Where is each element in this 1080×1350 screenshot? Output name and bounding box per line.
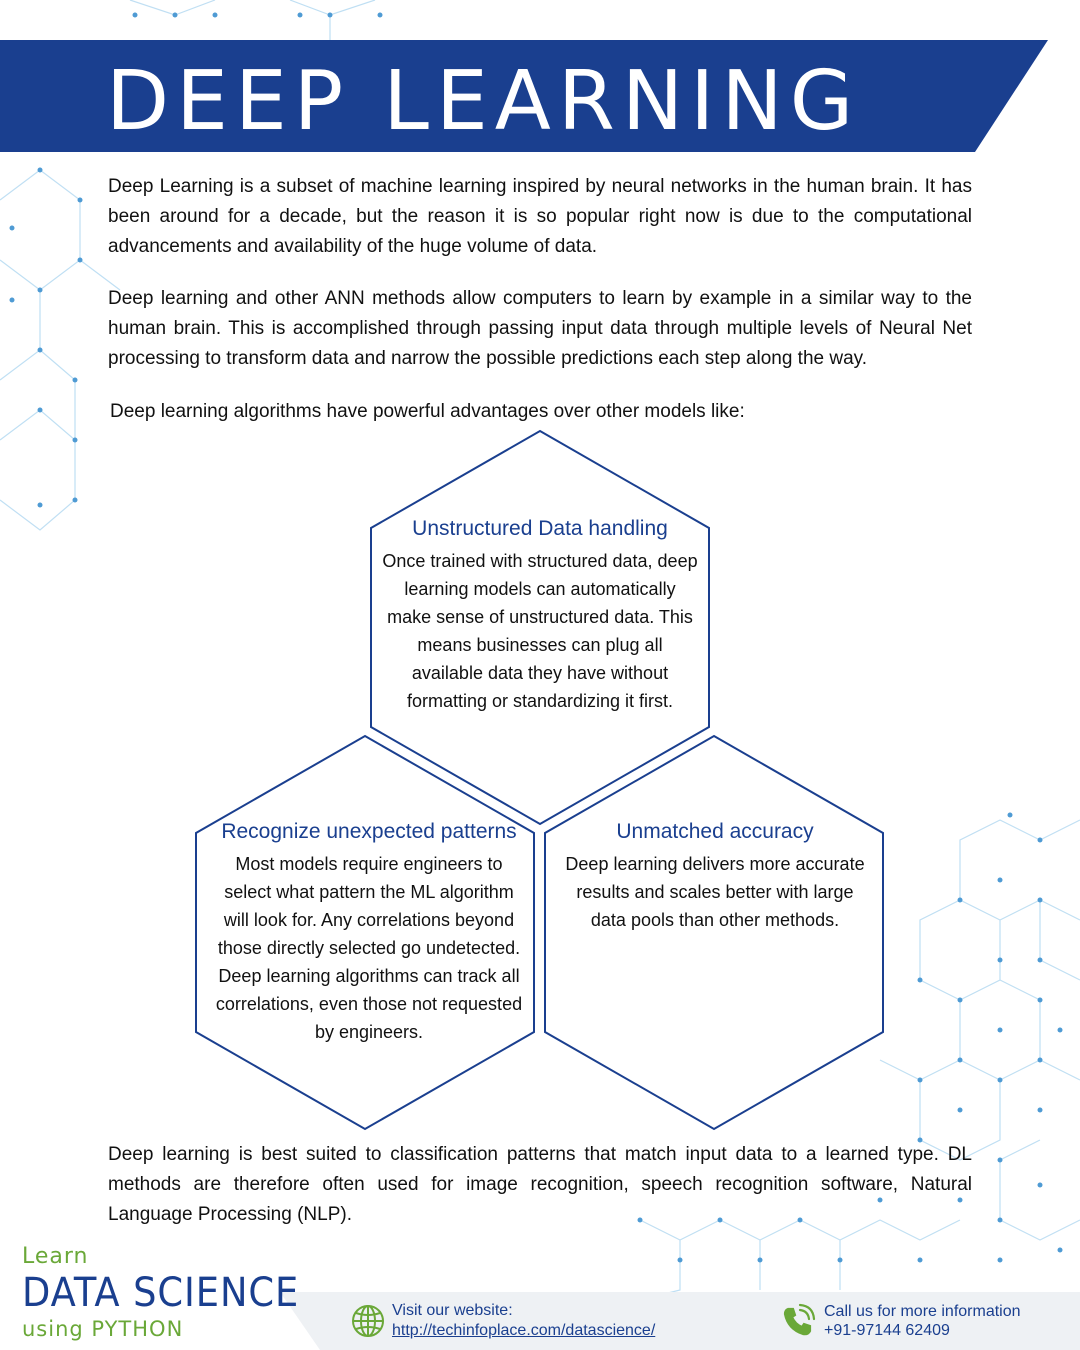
advantage-title: Recognize unexpected patterns bbox=[221, 820, 517, 843]
hexagon-right bbox=[544, 734, 884, 1131]
page-title: DEEP LEARNING bbox=[106, 54, 861, 149]
advantage-body: Once trained with structured data, deep … bbox=[382, 551, 698, 711]
hexagon-left bbox=[195, 734, 535, 1131]
brand-name: DATA SCIENCE bbox=[22, 1270, 300, 1316]
website-block: Visit our website: http://techinfoplace.… bbox=[350, 1301, 655, 1341]
closing-paragraph: Deep learning is best suited to classifi… bbox=[108, 1144, 972, 1225]
brand-subtitle: using PYTHON bbox=[22, 1317, 184, 1341]
advantage-title: Unmatched accuracy bbox=[616, 820, 814, 843]
footer-strip bbox=[280, 1292, 1080, 1350]
intro-paragraph-2: Deep learning and other ANN methods allo… bbox=[108, 288, 972, 369]
website-label: Visit our website: bbox=[392, 1302, 513, 1319]
banner-shape bbox=[0, 40, 1048, 152]
advantage-title: Unstructured Data handling bbox=[412, 517, 668, 540]
advantages-lead: Deep learning algorithms have powerful a… bbox=[110, 401, 745, 422]
advantage-card-unstructured: Unstructured Data handling Once trained … bbox=[380, 515, 700, 715]
phone-icon bbox=[783, 1303, 816, 1336]
intro-paragraph-1: Deep Learning is a subset of machine lea… bbox=[108, 176, 972, 257]
brand-learn: Learn bbox=[22, 1244, 89, 1269]
hexagon-top bbox=[370, 429, 710, 826]
brand-logo: Learn DATA SCIENCE using PYTHON bbox=[22, 1244, 323, 1342]
advantage-body: Most models require engineers to select … bbox=[215, 854, 523, 1042]
contact-label: Call us for more information bbox=[824, 1303, 1021, 1320]
advantage-card-patterns: Recognize unexpected patterns Most model… bbox=[210, 818, 528, 1046]
advantage-card-accuracy: Unmatched accuracy Deep learning deliver… bbox=[560, 818, 870, 934]
title-banner bbox=[0, 40, 1048, 152]
website-link[interactable]: http://techinfoplace.com/datascience/ bbox=[392, 1322, 656, 1339]
advantage-body: Deep learning delivers more accurate res… bbox=[565, 854, 865, 930]
contact-phone[interactable]: +91-97144 62409 bbox=[824, 1322, 950, 1339]
globe-icon bbox=[352, 1305, 384, 1337]
contact-block: Call us for more information +91-97144 6… bbox=[780, 1302, 1021, 1340]
